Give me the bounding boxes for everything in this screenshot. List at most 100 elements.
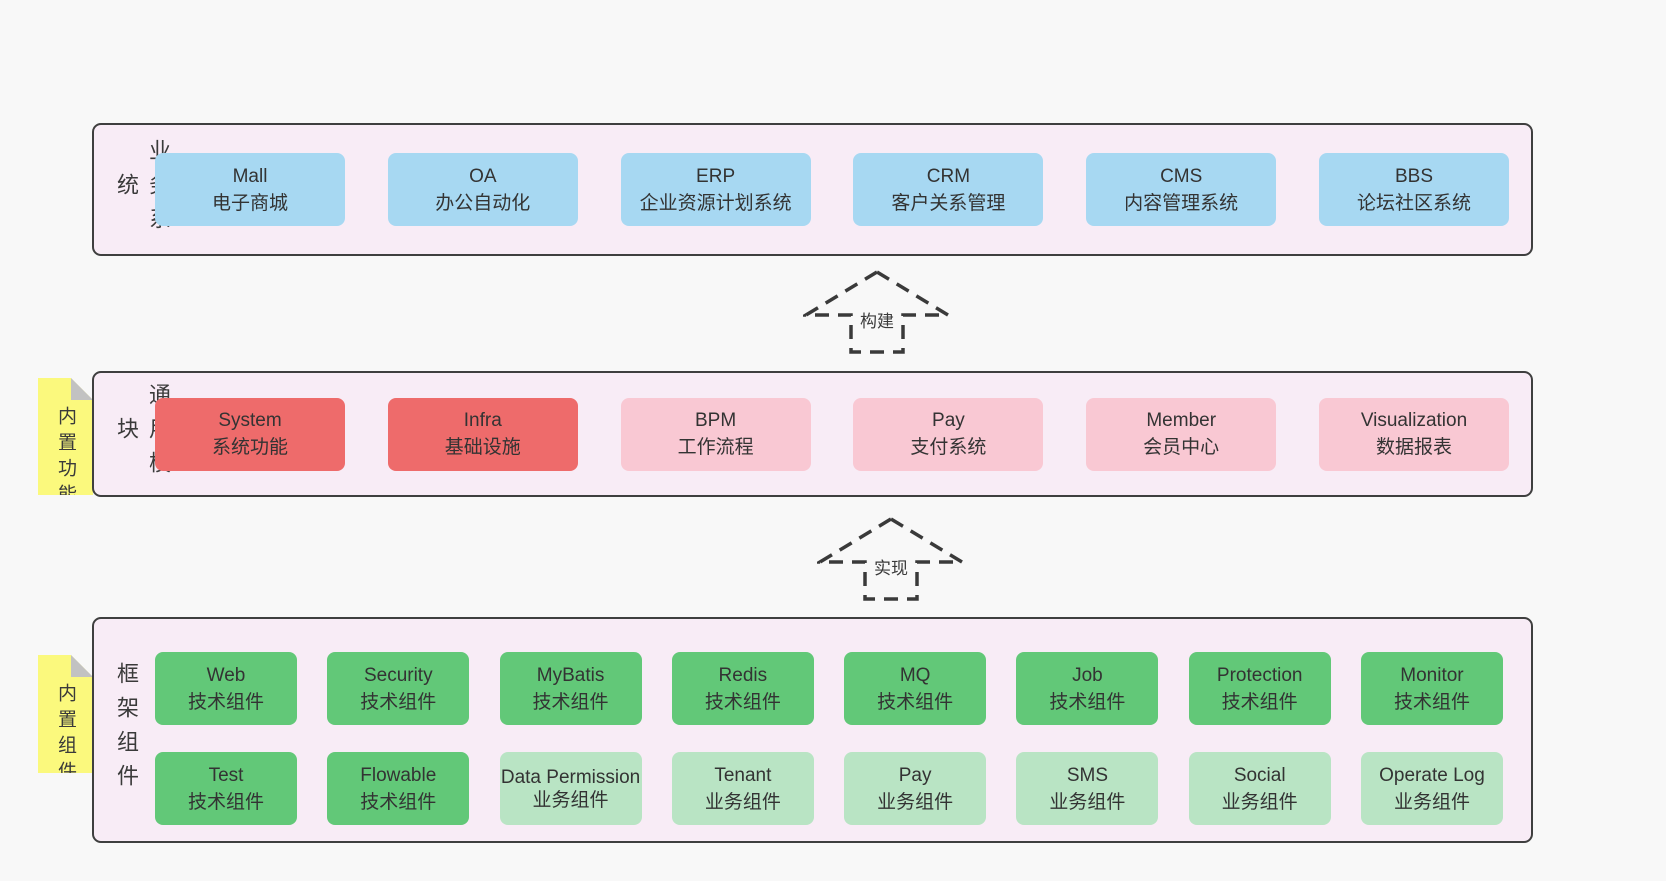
box-title: Security <box>363 664 433 686</box>
framework-row-1: Web 技术组件 Security 技术组件 MyBatis 技术组件 Redi… <box>155 652 1503 725</box>
box-subtitle: 技术组件 <box>360 791 437 813</box>
box-subtitle: 业务组件 <box>1393 791 1470 813</box>
box-subtitle: 技术组件 <box>532 691 609 713</box>
box-visualization: Visualization 数据报表 <box>1318 397 1509 471</box>
box-pay: Pay 支付系统 <box>853 397 1044 471</box>
box-flowable: Flowable 技术组件 <box>327 752 470 825</box>
band-modules-content: System 系统功能 Infra 基础设施 BPM 工作流程 Pay 支付系统… <box>155 373 1509 495</box>
box-title: Social <box>1233 764 1286 786</box>
arrow-build-label: 构建 <box>857 307 897 332</box>
dashed-up-arrow-icon <box>817 516 965 601</box>
band-framework-content: Web 技术组件 Security 技术组件 MyBatis 技术组件 Redi… <box>155 652 1503 825</box>
band-framework-components: 框架组件 Web 技术组件 Security 技术组件 MyBatis 技术组件… <box>92 617 1533 843</box>
box-bbs: BBS 论坛社区系统 <box>1318 153 1509 226</box>
box-subtitle: 技术组件 <box>877 691 954 713</box>
box-subtitle: 技术组件 <box>704 691 781 713</box>
box-infra: Infra 基础设施 <box>387 397 578 471</box>
dashed-up-arrow-icon <box>803 269 951 354</box>
band-label-framework: 框架组件 <box>114 662 139 798</box>
arrow-build: 构建 <box>803 269 951 355</box>
box-pay-biz: Pay 业务组件 <box>844 752 987 825</box>
box-title: BPM <box>695 410 737 431</box>
box-operate-log: Operate Log 业务组件 <box>1360 752 1503 825</box>
box-title: Test <box>208 764 244 786</box>
box-subtitle: 业务组件 <box>1049 791 1126 813</box>
box-title: Job <box>1072 664 1103 686</box>
box-title: MQ <box>899 664 931 686</box>
box-test: Test 技术组件 <box>155 752 297 825</box>
sticky-note-builtin-components: 内置组件 <box>38 655 93 773</box>
box-sms: SMS 业务组件 <box>1016 752 1159 825</box>
sticky-note-text: 内置功能 <box>55 406 76 510</box>
box-subtitle: 系统功能 <box>211 437 288 458</box>
arrow-implement: 实现 <box>817 516 965 602</box>
box-title: Pay <box>898 764 932 786</box>
box-subtitle: 数据报表 <box>1375 437 1452 458</box>
box-monitor: Monitor 技术组件 <box>1360 652 1503 725</box>
box-subtitle: 技术组件 <box>187 691 264 713</box>
folded-corner-icon <box>71 378 93 400</box>
box-subtitle: 支付系统 <box>910 437 987 458</box>
box-job: Job 技术组件 <box>1016 652 1159 725</box>
box-subtitle: 基础设施 <box>444 437 521 458</box>
box-bpm: BPM 工作流程 <box>620 397 811 471</box>
box-subtitle: 业务组件 <box>877 791 954 813</box>
box-subtitle: 技术组件 <box>1221 691 1298 713</box>
box-redis: Redis 技术组件 <box>671 652 814 725</box>
box-mybatis: MyBatis 技术组件 <box>499 652 642 725</box>
box-mall: Mall 电子商城 <box>155 153 345 226</box>
arrow-implement-label: 实现 <box>871 554 911 579</box>
box-subtitle: 客户关系管理 <box>891 192 1006 214</box>
box-title: Pay <box>932 410 965 431</box>
box-subtitle: 技术组件 <box>1049 691 1126 713</box>
box-title: Member <box>1146 410 1217 431</box>
box-title: Mall <box>232 165 268 187</box>
box-oa: OA 办公自动化 <box>387 153 578 226</box>
box-erp: ERP 企业资源计划系统 <box>620 153 811 226</box>
folded-corner-icon <box>71 655 93 677</box>
box-subtitle: 技术组件 <box>1393 691 1470 713</box>
box-subtitle: 业务组件 <box>1221 791 1298 813</box>
box-protection: Protection 技术组件 <box>1188 652 1331 725</box>
sticky-note-builtin-features: 内置功能 <box>38 378 93 495</box>
box-subtitle: 论坛社区系统 <box>1356 192 1471 214</box>
box-title: Flowable <box>360 764 437 786</box>
box-title: Monitor <box>1400 664 1464 686</box>
box-subtitle: 业务组件 <box>704 791 781 813</box>
box-title: OA <box>469 165 497 187</box>
band-common-modules: 通用模块 System 系统功能 Infra 基础设施 BPM 工作流程 Pay… <box>92 371 1533 497</box>
box-web: Web 技术组件 <box>155 652 297 725</box>
box-title: Tenant <box>714 764 772 786</box>
box-subtitle: 内容管理系统 <box>1124 192 1239 214</box>
box-title: Data Permission <box>500 766 641 788</box>
box-title: ERP <box>696 165 736 187</box>
band-business-systems: 业务系统 Mall 电子商城 OA 办公自动化 ERP 企业资源计划系统 CRM… <box>92 123 1533 256</box>
box-mq: MQ 技术组件 <box>844 652 987 725</box>
box-title: Operate Log <box>1379 764 1485 786</box>
box-subtitle: 技术组件 <box>360 691 437 713</box>
box-title: System <box>218 410 282 431</box>
box-subtitle: 业务组件 <box>532 789 609 811</box>
box-subtitle: 电子商城 <box>211 192 288 214</box>
band-business-content: Mall 电子商城 OA 办公自动化 ERP 企业资源计划系统 CRM 客户关系… <box>155 125 1509 254</box>
box-title: CMS <box>1160 165 1203 187</box>
box-security: Security 技术组件 <box>327 652 470 725</box>
box-subtitle: 技术组件 <box>187 791 264 813</box>
box-title: Visualization <box>1360 410 1468 431</box>
box-title: Protection <box>1216 664 1303 686</box>
box-subtitle: 办公自动化 <box>435 192 531 214</box>
box-social: Social 业务组件 <box>1188 752 1331 825</box>
box-title: SMS <box>1066 764 1108 786</box>
box-title: CRM <box>926 165 971 187</box>
box-cms: CMS 内容管理系统 <box>1086 153 1277 226</box>
box-title: Infra <box>463 410 502 431</box>
framework-row-2: Test 技术组件 Flowable 技术组件 Data Permission … <box>155 752 1503 825</box>
box-title: BBS <box>1394 165 1433 187</box>
box-subtitle: 企业资源计划系统 <box>639 192 792 214</box>
box-title: MyBatis <box>536 664 605 686</box>
box-member: Member 会员中心 <box>1086 397 1277 471</box>
sticky-note-text: 内置组件 <box>55 683 76 787</box>
box-data-permission: Data Permission 业务组件 <box>499 752 642 825</box>
box-title: Web <box>206 664 246 686</box>
